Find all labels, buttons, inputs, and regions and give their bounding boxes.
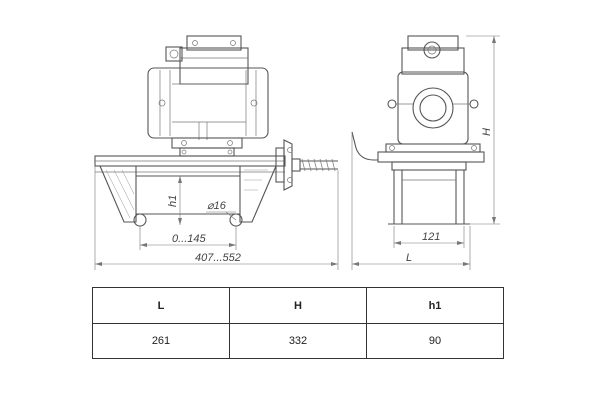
side-view: H 121 L xyxy=(351,35,500,270)
side-base xyxy=(351,131,485,171)
side-motor xyxy=(387,71,479,145)
dim-h1: h1 xyxy=(167,176,182,225)
header-h: H xyxy=(229,287,367,324)
dim-offset-label: 0...145 xyxy=(172,233,207,245)
side-legs xyxy=(388,169,470,225)
cell-h1-value: 90 xyxy=(366,323,504,359)
dim-offset: 0...145 xyxy=(139,226,237,250)
dim-overall-length-label: 407...552 xyxy=(195,252,241,264)
motor-clamps xyxy=(171,137,243,157)
dim-height-label: H xyxy=(481,128,493,136)
right-support xyxy=(229,165,277,227)
dimensions-table: L H h1 261 332 90 xyxy=(92,287,504,359)
cell-h-value: 332 xyxy=(229,323,367,359)
dim-diameter-label: ⌀16 xyxy=(207,200,227,212)
adjusting-screw xyxy=(275,139,338,191)
side-terminal-box xyxy=(401,35,465,75)
header-h1: h1 xyxy=(366,287,504,324)
terminal-box xyxy=(165,35,249,85)
dim-diameter: ⌀16 xyxy=(206,200,237,221)
front-view: h1 ⌀16 0...145 407...552 xyxy=(94,35,339,270)
header-l: L xyxy=(92,287,230,324)
dim-base-width-label: 121 xyxy=(422,231,440,243)
dim-h1-label: h1 xyxy=(167,195,179,207)
cell-l-value: 261 xyxy=(92,323,230,359)
dim-base-width: 121 xyxy=(393,226,465,248)
table-header-row: L H h1 xyxy=(92,287,504,324)
left-support xyxy=(99,165,147,227)
dim-length: L xyxy=(351,134,471,270)
base-plate xyxy=(94,155,286,173)
motor-body xyxy=(147,67,269,140)
dim-length-label: L xyxy=(406,252,412,264)
table-row: 261 332 90 xyxy=(92,323,504,359)
dim-overall-length: 407...552 xyxy=(94,166,339,270)
dim-height: H xyxy=(466,35,500,225)
